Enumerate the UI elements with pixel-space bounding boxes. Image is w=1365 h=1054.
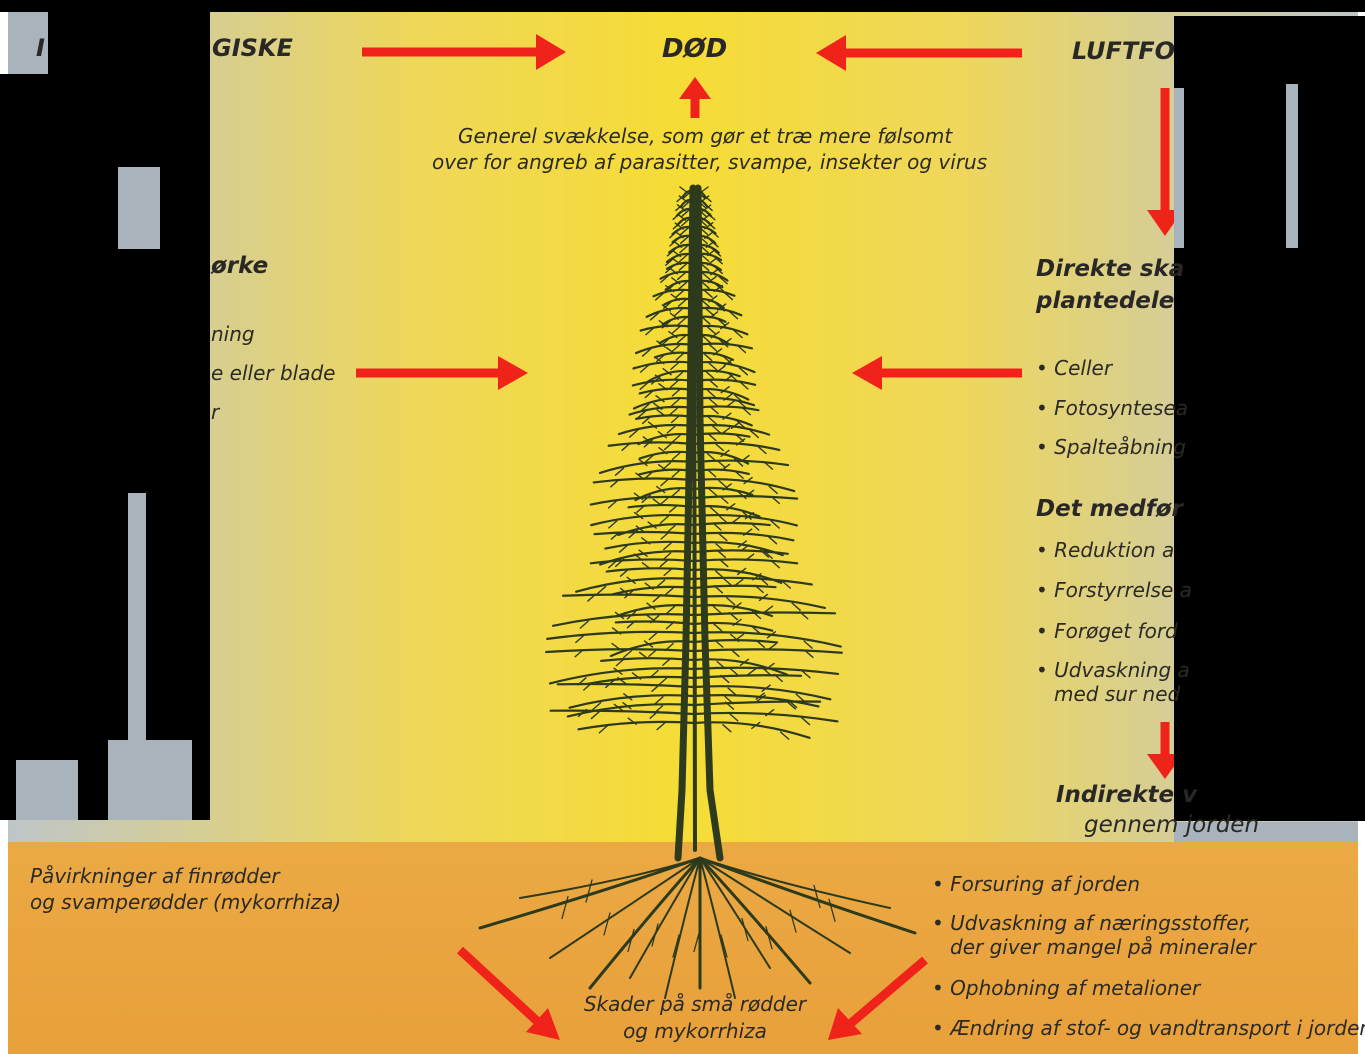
direct-damage-heading-line-2: plantedele (1036, 288, 1174, 314)
indirect-heading-line-2: gennem jorden (1084, 812, 1259, 838)
soil-item-acidification: • Forsuring af jorden (932, 872, 1140, 896)
consequence-item-4: • Udvaskning a (1036, 658, 1190, 682)
soil-item-leaching-continued: der giver mangel på mineraler (950, 935, 1256, 959)
root-effects-line-1: Påvirkninger af finrødder (30, 864, 280, 888)
consequence-item-2: • Forstyrrelse a (1036, 578, 1192, 602)
weakness-line-1: Generel svækkelse, som gør et træ mere f… (458, 124, 952, 148)
root-damage-line-2: og mykorrhiza (575, 1019, 815, 1043)
indirect-heading-line-1: Indirekte v (1056, 782, 1197, 808)
scan-gray-left-low-b (108, 740, 192, 820)
redaction-left-column (0, 74, 210, 820)
left-item-2-partial: e eller blade (211, 361, 335, 385)
left-heading-partial: GISKE (212, 34, 293, 62)
scan-gray-right-top (1286, 84, 1298, 248)
direct-item-cells: • Celler (1036, 356, 1112, 380)
consequence-heading: Det medfør (1036, 496, 1183, 522)
root-damage-line-1: Skader på små rødder (575, 992, 815, 1016)
left-section-heading-partial: ørke (211, 253, 268, 279)
right-heading-partial: LUFTFO (1072, 37, 1175, 65)
left-heading-edge: I (36, 34, 45, 62)
consequence-item-3: • Forøget ford (1036, 619, 1178, 643)
soil-item-leaching: • Udvaskning af næringsstoffer, (932, 911, 1251, 935)
left-item-3-partial: r (211, 400, 219, 424)
consequence-item-1: • Reduktion a (1036, 538, 1174, 562)
scan-gray-left-arrow-strip (128, 493, 146, 740)
consequence-item-4-continued: med sur ned (1054, 682, 1180, 706)
direct-item-photosynthesis: • Fotosyntesea (1036, 396, 1188, 420)
direct-item-stomata: • Spalteåbning (1036, 435, 1186, 459)
soil-item-metal-ions: • Ophobning af metalioner (932, 976, 1200, 1000)
death-heading: DØD (662, 34, 727, 64)
scan-gray-right-arrow-strip (1174, 88, 1184, 248)
redaction-left-top-strip (48, 12, 210, 74)
redaction-top-left (0, 0, 1365, 12)
left-item-1-partial: ning (211, 322, 255, 346)
scan-gray-left-arrow-bg (118, 167, 160, 249)
weakness-line-2: over for angreb af parasitter, svampe, i… (432, 150, 987, 174)
root-effects-line-2: og svamperødder (mykorrhiza) (30, 890, 341, 914)
soil-item-transport: • Ændring af stof- og vandtransport i jo… (932, 1016, 1365, 1040)
direct-damage-heading-line-1: Direkte ska (1036, 256, 1184, 282)
redaction-right-column (1174, 16, 1365, 821)
scan-gray-left-low-a (16, 760, 78, 820)
